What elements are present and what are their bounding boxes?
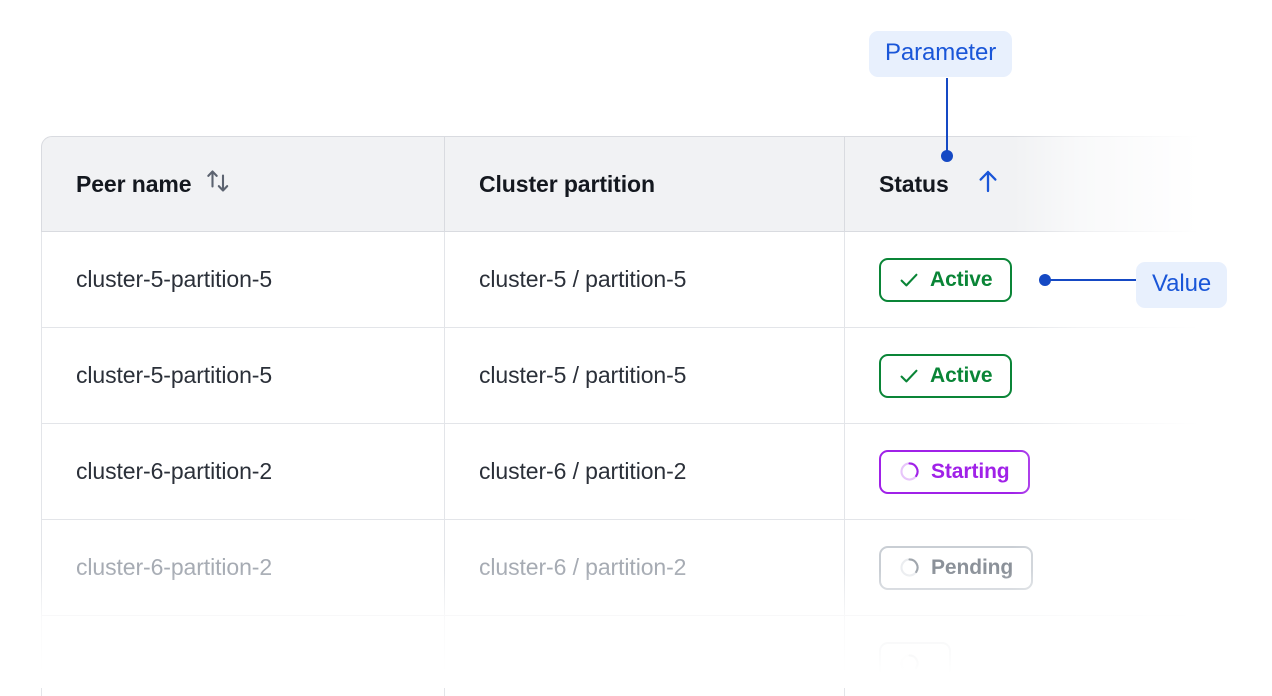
cell-peer-name [41,616,445,696]
status-badge: Starting [879,449,1030,494]
table-row[interactable]: cluster-6-partition-2 cluster-6 / partit… [41,424,1233,520]
cell-peer-name: cluster-6-partition-2 [41,424,445,520]
cell-cluster-partition: cluster-5 / partition-5 [445,328,845,424]
cell-cluster-partition: cluster-6 / partition-2 [445,520,845,616]
status-badge-label: Active [930,364,993,387]
arrow-up-icon[interactable] [975,167,1001,201]
sort-updown-icon[interactable] [205,166,231,202]
status-badge: Pending [879,545,1034,590]
status-badge-label: Starting [931,460,1010,483]
annotation-label-value: Value [1136,262,1228,308]
table-header: Peer name Cluster partition [41,136,1233,232]
cell-status: Active [845,328,1233,424]
cell-status: Starting [845,424,1233,520]
status-badge-label: Active [930,268,993,291]
spinner-icon [899,653,920,674]
column-header-status[interactable]: Status [845,136,1233,232]
annotation-leader-line-parameter [946,78,948,156]
annotation-leader-dot-parameter [941,150,953,162]
status-badge: Active [879,257,1013,302]
cell-status: Pending [845,520,1233,616]
status-badge-label: Pending [931,556,1014,579]
spinner-icon [899,557,920,578]
check-icon [899,366,919,386]
table-row[interactable]: cluster-6-partition-2 cluster-6 / partit… [41,520,1233,616]
column-header-label: Cluster partition [479,170,655,197]
peer-table: Peer name Cluster partition [41,136,1233,696]
table-row[interactable] [41,616,1233,696]
annotation-leader-dot-value [1039,274,1051,286]
cell-peer-name: cluster-5-partition-5 [41,232,445,328]
cell-status [845,616,1233,696]
check-icon [899,270,919,290]
cell-cluster-partition [445,616,845,696]
column-header-peer-name[interactable]: Peer name [41,136,445,232]
header-row: Peer name Cluster partition [41,136,1233,232]
annotation-label-parameter: Parameter [869,31,1013,77]
column-header-label: Status [879,170,949,197]
cell-cluster-partition: cluster-6 / partition-2 [445,424,845,520]
spinner-icon [899,461,920,482]
column-header-label: Peer name [76,170,192,197]
peer-table-container: Peer name Cluster partition [41,136,1233,696]
table-row[interactable]: cluster-5-partition-5 cluster-5 / partit… [41,328,1233,424]
cell-cluster-partition: cluster-5 / partition-5 [445,232,845,328]
cell-peer-name: cluster-5-partition-5 [41,328,445,424]
status-badge: Active [879,353,1013,398]
status-badge [879,641,951,686]
cell-peer-name: cluster-6-partition-2 [41,520,445,616]
table-body: cluster-5-partition-5 cluster-5 / partit… [41,232,1233,696]
annotation-leader-line-value [1046,279,1142,281]
column-header-cluster-partition[interactable]: Cluster partition [445,136,845,232]
